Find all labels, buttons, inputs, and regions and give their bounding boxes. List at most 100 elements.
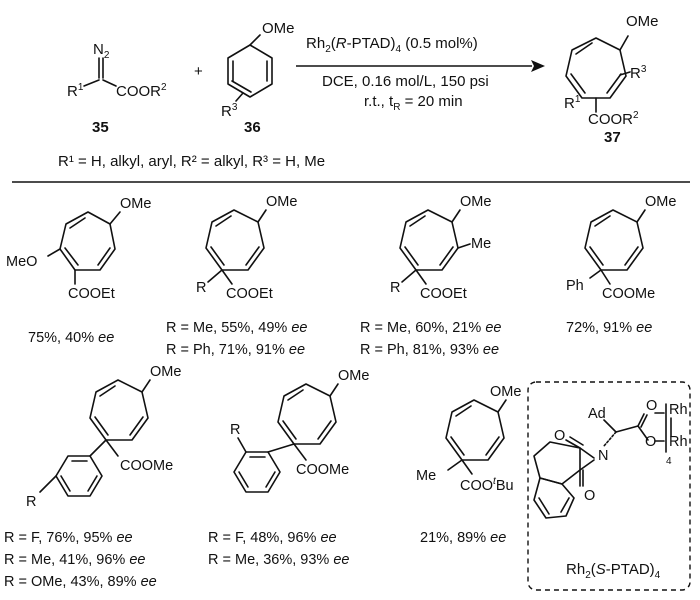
- bond: [129, 416, 144, 436]
- yield-text: 72%, 91% ee: [566, 320, 652, 336]
- bond: [404, 246, 419, 266]
- bond: [141, 379, 151, 393]
- me-label: Me: [471, 236, 491, 252]
- bond: [105, 439, 119, 457]
- bond: [401, 269, 417, 283]
- r-label: R: [196, 280, 206, 296]
- bond: [317, 420, 332, 440]
- ester-label: COOEt: [68, 286, 115, 302]
- ester-label: COOR2: [588, 110, 639, 128]
- compound-number: 35: [92, 119, 109, 136]
- diazo-reagent-35: N2 R1 COOR2 35: [67, 41, 167, 136]
- r-label: R: [390, 280, 400, 296]
- product-37: OMe R3 R1 COOR2 37: [564, 13, 659, 146]
- ester-label: COOtBu: [460, 476, 514, 494]
- ad-label: Ad: [588, 406, 606, 422]
- bond: [637, 425, 649, 441]
- n-label: N: [598, 448, 608, 464]
- arrow-head: [531, 60, 545, 72]
- compound-number: 36: [244, 119, 261, 136]
- bond: [409, 215, 426, 227]
- bond: [99, 385, 116, 397]
- example-product-3: OMe Me R COOEt R = Me, 60%, 21% ee R = P…: [360, 194, 501, 358]
- bond: [457, 243, 471, 249]
- ome-label: OMe: [338, 368, 369, 384]
- solvent-condition: DCE, 0.16 mol/L, 150 psi: [322, 73, 489, 90]
- bond: [287, 389, 304, 401]
- r-label: R: [230, 422, 240, 438]
- r3-label: R3: [221, 102, 238, 120]
- bond: [637, 413, 645, 427]
- plus-sign: +: [194, 63, 203, 80]
- bond: [97, 247, 111, 266]
- bond: [640, 414, 648, 428]
- bond: [238, 471, 249, 488]
- bond: [221, 269, 233, 285]
- o-label: O: [645, 434, 656, 450]
- yield-text: R = OMe, 43%, 89% ee: [4, 574, 157, 590]
- yield-text: R = Me, 60%, 21% ee: [360, 320, 501, 336]
- ome-label: OMe: [262, 20, 295, 37]
- bond: [603, 419, 617, 433]
- anisole-reagent-36: OMe R3 36: [221, 20, 295, 136]
- bond: [265, 471, 276, 488]
- bond: [249, 34, 261, 46]
- bond: [64, 247, 79, 266]
- example-product-2: OMe R COOEt R = Me, 55%, 49% ee R = Ph, …: [166, 194, 307, 358]
- time-condition: r.t., tR = 20 min: [364, 93, 463, 113]
- benzene-ring: [55, 455, 103, 497]
- bond: [451, 209, 461, 223]
- meo-label: MeO: [6, 254, 37, 270]
- catalyst-name: Rh2(S-PTAD)4: [566, 561, 661, 581]
- ome-label: OMe: [626, 13, 659, 30]
- compound-number: 37: [604, 129, 621, 146]
- bond: [83, 79, 100, 87]
- bond: [624, 246, 639, 266]
- ome-label: OMe: [120, 196, 151, 212]
- carbonyl-o-label: O: [554, 428, 565, 444]
- yield-text: R = Me, 36%, 93% ee: [208, 552, 349, 568]
- r3-label: R3: [630, 64, 647, 82]
- subscript-4: 4: [666, 456, 672, 467]
- benzene-ring: [233, 451, 281, 493]
- ome-label: OMe: [150, 364, 181, 380]
- bond: [606, 73, 622, 94]
- yield-text: R = Me, 41%, 96% ee: [4, 552, 145, 568]
- benzene-ring: [227, 44, 273, 98]
- bond: [102, 79, 117, 87]
- bond: [461, 459, 473, 475]
- bond: [109, 211, 121, 225]
- ester-label: COOMe: [296, 462, 349, 478]
- bond: [565, 439, 581, 449]
- ester-label: COOEt: [420, 286, 467, 302]
- bond: [237, 437, 247, 453]
- yield-text: R = Ph, 71%, 91% ee: [166, 342, 305, 358]
- bond: [207, 269, 223, 283]
- yield-text: 75%, 40% ee: [28, 330, 114, 346]
- cycloheptatriene-ring: [59, 211, 116, 271]
- bond: [329, 383, 339, 397]
- reaction-arrow: Rh2(R-PTAD)4 (0.5 mol%) DCE, 0.16 mol/L,…: [296, 35, 545, 113]
- yield-text: R = F, 48%, 96% ee: [208, 530, 337, 546]
- bond: [497, 399, 507, 413]
- ome-label: OMe: [460, 194, 491, 210]
- bond: [439, 246, 454, 266]
- bond: [589, 246, 604, 266]
- bond: [538, 497, 550, 515]
- bond: [594, 215, 611, 227]
- yield-text: 21%, 89% ee: [420, 530, 506, 546]
- bond: [87, 475, 98, 492]
- cycloheptatriene-ring: [277, 383, 337, 445]
- bond: [89, 439, 107, 457]
- diazo-n-label: N2: [93, 41, 110, 61]
- bond: [235, 92, 244, 102]
- bond: [615, 425, 639, 433]
- ome-label: OMe: [645, 194, 676, 210]
- bond: [282, 420, 297, 440]
- bond: [94, 416, 109, 436]
- example-product-4: OMe Ph COOMe 72%, 91% ee: [566, 194, 676, 336]
- ester-label: COOR2: [116, 82, 167, 100]
- rh-label: Rh: [669, 434, 688, 450]
- bond: [231, 80, 252, 93]
- ester-label: COOEt: [226, 286, 273, 302]
